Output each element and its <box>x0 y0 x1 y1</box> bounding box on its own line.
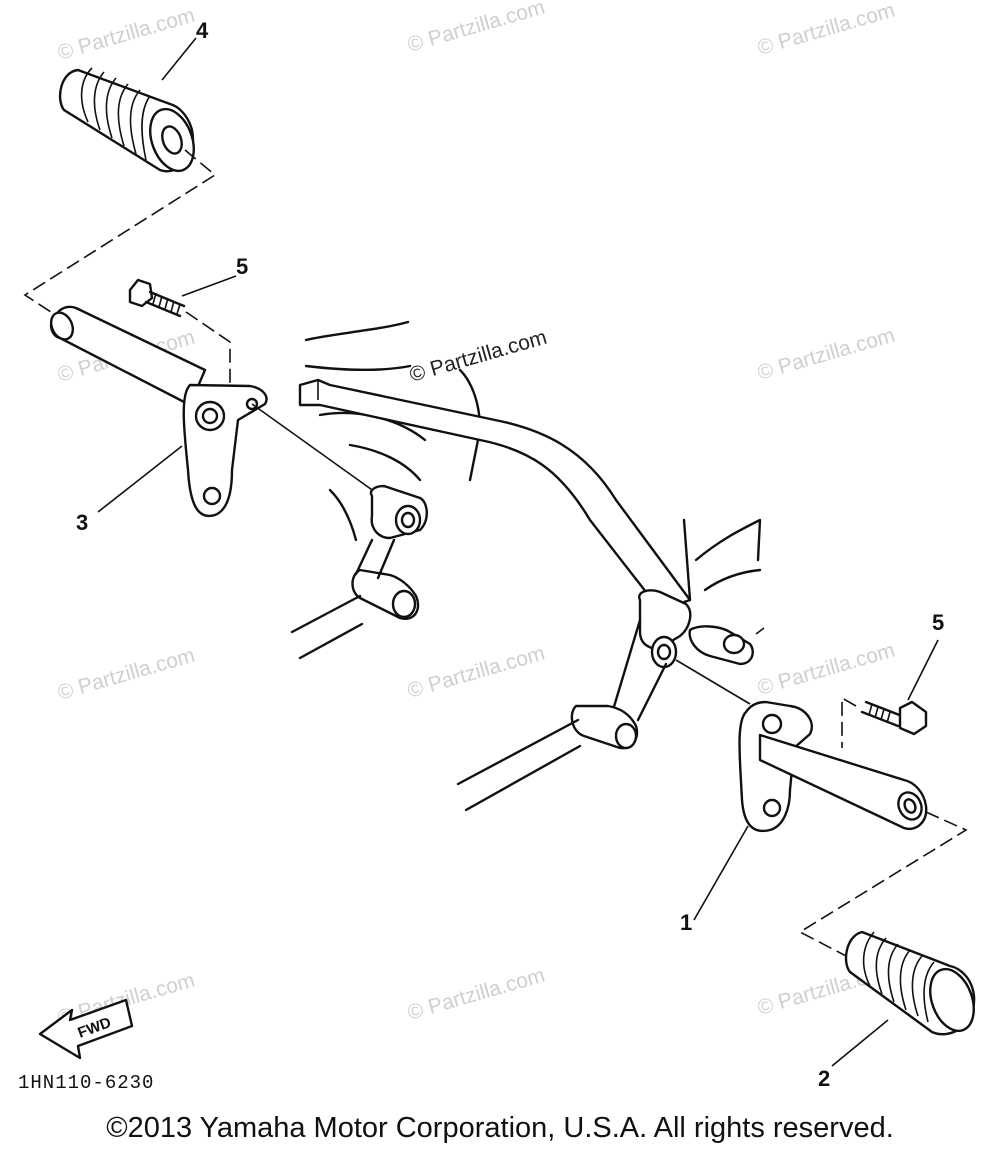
watermark: © Partzilla.com <box>55 4 197 65</box>
bolt-lower <box>860 700 928 736</box>
leader-frame-to-bracket-right <box>675 659 751 705</box>
watermark: © Partzilla.com <box>405 642 547 703</box>
footrest-rubber-right <box>844 930 976 1036</box>
callout-1: 1 <box>680 910 692 935</box>
callout-5-lower: 5 <box>932 610 944 635</box>
footrest-bracket-left <box>182 383 268 518</box>
watermark: © Partzilla.com <box>755 639 897 700</box>
callout-5-upper: 5 <box>236 254 248 279</box>
watermark: © Partzilla.com <box>755 0 897 60</box>
watermark: © Partzilla.com <box>405 0 547 57</box>
copyright-notice: ©2013 Yamaha Motor Corporation, U.S.A. A… <box>106 1112 894 1144</box>
bolt-upper <box>128 278 186 318</box>
watermark: © Partzilla.com <box>405 964 547 1025</box>
footrest-peg-right <box>758 733 928 831</box>
callout-4: 4 <box>196 18 209 43</box>
footrest-rubber-left <box>58 67 195 173</box>
leader-bolt-lower <box>841 696 857 748</box>
leader-rubber-left <box>23 149 217 319</box>
frame-outline <box>290 320 765 812</box>
watermark: © Partzilla.com <box>55 644 197 705</box>
watermark-dark: © Partzilla.com <box>407 326 549 387</box>
leader-peg-right <box>798 811 968 959</box>
callout-3: 3 <box>76 510 88 535</box>
leader-bolt-upper <box>185 311 231 400</box>
watermark: © Partzilla.com <box>755 324 897 385</box>
callout-2: 2 <box>818 1066 830 1091</box>
footrest-peg-left <box>49 305 207 407</box>
leader-bracket-to-frame-left <box>251 403 376 493</box>
callout-leaders <box>97 37 939 1067</box>
diagram-code: 1HN110-6230 <box>18 1072 154 1094</box>
